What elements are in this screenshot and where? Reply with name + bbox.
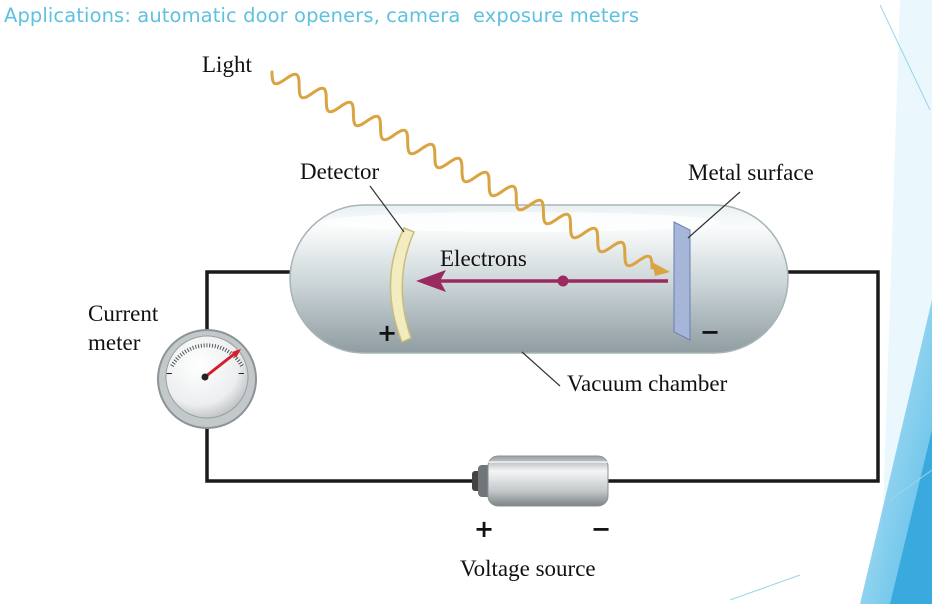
slide-decoration (729, 0, 932, 604)
battery-plus-sign: + (474, 515, 495, 543)
circuit-wires (205, 270, 880, 483)
current-meter-label-line2: meter (88, 330, 141, 355)
meter-scale (170, 343, 244, 368)
slide-title: Applications: automatic door openers, ca… (4, 4, 640, 27)
voltage-source-battery (472, 455, 609, 507)
meter-scale-minus-right: – (238, 366, 245, 381)
current-meter (157, 329, 257, 429)
light-wave (270, 70, 654, 270)
battery-minus-sign: − (591, 515, 612, 543)
detector-label: Detector (300, 159, 380, 184)
detector-plate (389, 227, 415, 344)
metal-surface-plate (673, 221, 691, 341)
electron-arrow (416, 270, 668, 292)
electrons-label: Electrons (440, 246, 527, 271)
light-arrowhead (652, 262, 670, 276)
metal-surface-label: Metal surface (688, 160, 814, 185)
meter-needle (204, 349, 239, 379)
tube-minus-sign: − (700, 318, 721, 346)
tube-plus-sign: + (377, 319, 398, 347)
meter-scale-minus-left: – (166, 366, 173, 381)
vacuum-chamber-label: Vacuum chamber (567, 371, 728, 396)
vacuum-tube (289, 204, 789, 354)
leader-lines (369, 185, 741, 387)
voltage-source-label: Voltage source (460, 556, 596, 581)
light-label: Light (202, 52, 252, 77)
current-meter-label-line1: Current (88, 301, 159, 326)
